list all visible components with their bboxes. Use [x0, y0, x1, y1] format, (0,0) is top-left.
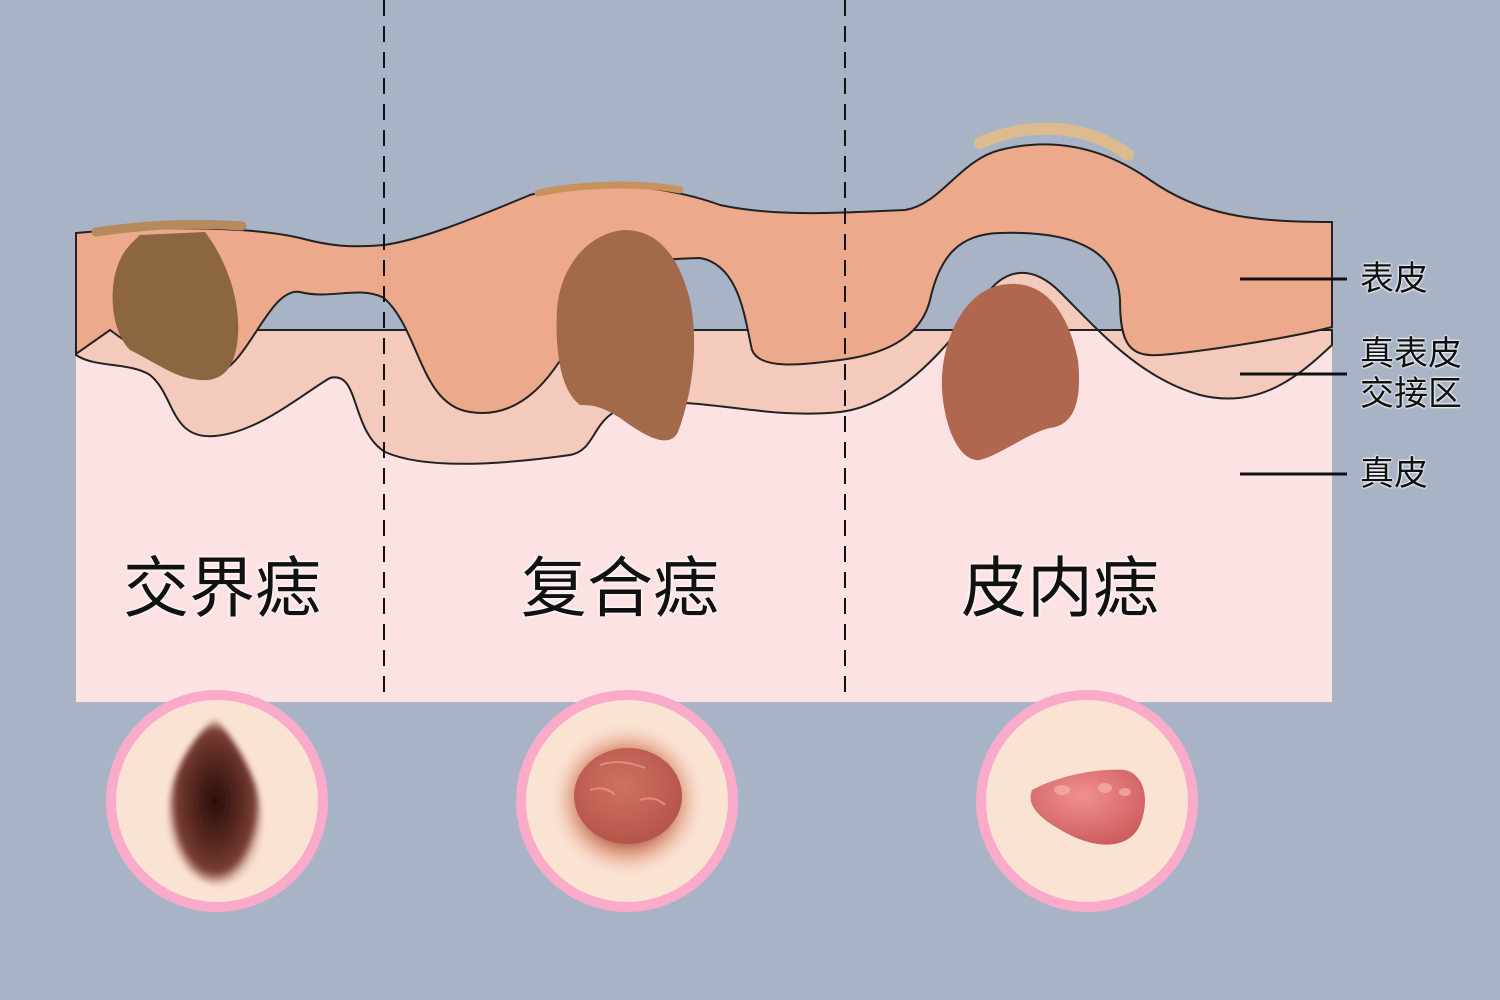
- crust-intradermal: [974, 122, 1134, 161]
- label-compound-nevus: 复合痣: [521, 550, 719, 627]
- label-intradermal-nevus: 皮内痣: [961, 550, 1159, 627]
- intradermal-nevus-surface-view: [976, 690, 1198, 912]
- compound-nevus-cluster: [556, 230, 695, 441]
- label-junction-line1: 真表皮: [1360, 334, 1462, 374]
- label-dermis: 真皮: [1360, 454, 1428, 494]
- intradermal-nevus-cluster: [941, 283, 1080, 461]
- crust-compound: [534, 181, 684, 197]
- label-junctional-nevus: 交界痣: [123, 550, 321, 627]
- junctional-nevus-surface-view: [106, 690, 328, 912]
- crust-junctional: [91, 219, 247, 237]
- label-junction-zone: 真表皮 交接区: [1360, 334, 1462, 414]
- compound-nevus-surface-view: [516, 690, 738, 912]
- label-epidermis: 表皮: [1360, 259, 1428, 299]
- junctional-nevus-cluster: [112, 232, 239, 381]
- label-junction-line2: 交接区: [1360, 374, 1462, 414]
